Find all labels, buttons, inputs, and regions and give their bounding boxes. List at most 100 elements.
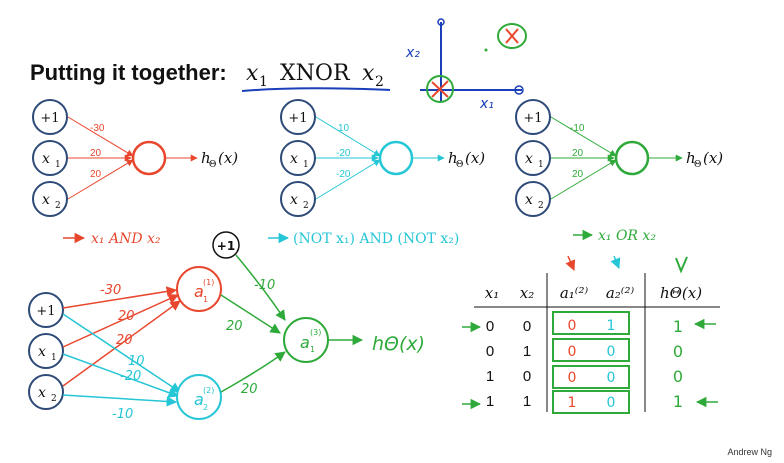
header-x2: x₂ [520,284,534,302]
input-x1-label: x [525,151,533,167]
cell-a1: 1 [568,395,577,411]
weight-green: 20 [226,319,243,334]
network-notand: +1 x 1 x 2 10 -20 -20 h Θ (x) (NOT x₁) A… [268,99,485,247]
arrow-a2-col [610,255,621,269]
output-a3-sup: (3) [310,328,321,337]
cell-x2: 0 [523,318,531,335]
cell-x1: 1 [486,393,494,410]
output-h: h [448,149,458,167]
edge-x2 [550,159,617,200]
cell-x2: 1 [523,343,531,360]
edge-cyan-x1 [62,353,179,398]
sketch-red-x [431,80,449,98]
cell-h: 1 [673,317,683,336]
footer-credit: Andrew Ng [727,447,772,457]
edge-x2 [315,159,381,200]
input-x1-node [28,333,64,369]
weight-label: -30 [90,123,105,134]
table-row-box [552,338,630,362]
cell-h: 0 [673,342,683,361]
input-x2-sub: 2 [538,201,544,211]
input-x2-node [28,374,64,410]
input-bias-node [28,292,64,328]
input-x1-label: x [42,151,50,167]
output-arg: (x) [703,149,723,167]
input-x1-node [515,140,551,176]
hidden-a1-label: a [194,282,204,301]
input-bias-node [280,99,316,135]
table-row-box [552,390,630,414]
weight-cyan: -20 [120,369,141,384]
input-x1-sub: 1 [55,160,61,170]
weight-red: 20 [116,333,133,348]
sketch-o-mark [514,85,524,95]
hidden-a2-sup: (2) [203,386,214,395]
edge-bias [550,116,617,157]
edge-cyan-bias [62,313,181,393]
cell-a2: 1 [607,318,616,334]
weight-label: -10 [570,123,585,134]
table-row: 1 1 1 0 1 [486,392,683,411]
edge-red-bias [62,286,178,309]
sketch-y-label: x₂ [405,45,420,61]
arrow-a1-col [565,255,576,271]
edge-cyan-x2 [62,394,178,407]
title-prefix: Putting it together: [30,60,227,85]
network-or: +1 x 1 x 2 -10 20 20 h Θ (x) x₁ OR x₂ [515,99,723,244]
input-x2-sub: 2 [303,201,309,211]
input-bias-label: +1 [40,111,59,126]
weight-label: 20 [572,148,584,159]
hidden-a2-sub: 2 [203,403,208,412]
header-x1: x₁ [485,284,499,302]
output-h: h [686,149,696,167]
weight-label: 10 [338,123,350,134]
cell-x2: 1 [523,393,531,410]
edge-x2 [67,159,134,200]
cell-a2: 0 [607,370,616,386]
sketch-y-tick [437,18,445,26]
output-a3-hlabel: hΘ(x) [372,333,425,355]
input-x1-sub: 1 [303,160,309,170]
cell-x2: 0 [523,368,531,385]
table-row: 1 0 0 0 0 [486,367,683,386]
weight-cyan: 10 [128,354,145,369]
edge-green-a1 [220,294,281,334]
cell-a2: 0 [607,344,616,360]
edge-bias [67,116,134,157]
input-x2-sub: 2 [51,394,57,404]
output-a3-label: a [300,333,310,352]
weight-label: 20 [572,169,584,180]
header-a1: a₁⁽²⁾ [560,284,589,302]
input-x2-label: x [525,192,533,208]
input-x2-node [32,181,68,217]
hidden-a2-label: a [194,390,204,409]
cell-x1: 1 [486,368,494,385]
output-arg: (x) [465,149,485,167]
combined-network: +1 x 1 x 2 -30 20 20 10 -20 -10 a (1) 1 … [28,231,425,422]
cell-a1: 0 [568,318,577,334]
weight-red: 20 [118,309,135,324]
input-x1-node [280,140,316,176]
cell-a1: 0 [568,370,577,386]
input-x1-label: x [38,344,46,360]
table-row-box [552,365,630,389]
truth-table: x₁ x₂ a₁⁽²⁾ a₂⁽²⁾ hΘ(x) 0 0 0 1 1 0 1 0 [462,255,720,414]
xnor-sketch: x₂ x₁ [405,18,527,112]
output-node [378,140,414,176]
hidden-bias-node [212,231,240,259]
sketch-x-label: x₁ [479,96,494,112]
weight-red: -30 [100,283,121,298]
weight-label: 20 [90,148,102,159]
table-row: 0 0 0 1 1 [486,317,683,336]
cell-h: 0 [673,367,683,386]
cell-a2: 0 [607,395,616,411]
title-x2-sub: 2 [375,74,384,90]
weight-green: 20 [241,382,258,397]
edge-red-x2 [62,300,181,387]
header-a2: a₂⁽²⁾ [606,284,635,302]
hidden-a1-sub: 1 [203,295,208,304]
weight-label: -20 [336,169,351,180]
cell-a1: 0 [568,344,577,360]
input-x1-label: x [290,151,298,167]
weight-label: -20 [336,148,351,159]
